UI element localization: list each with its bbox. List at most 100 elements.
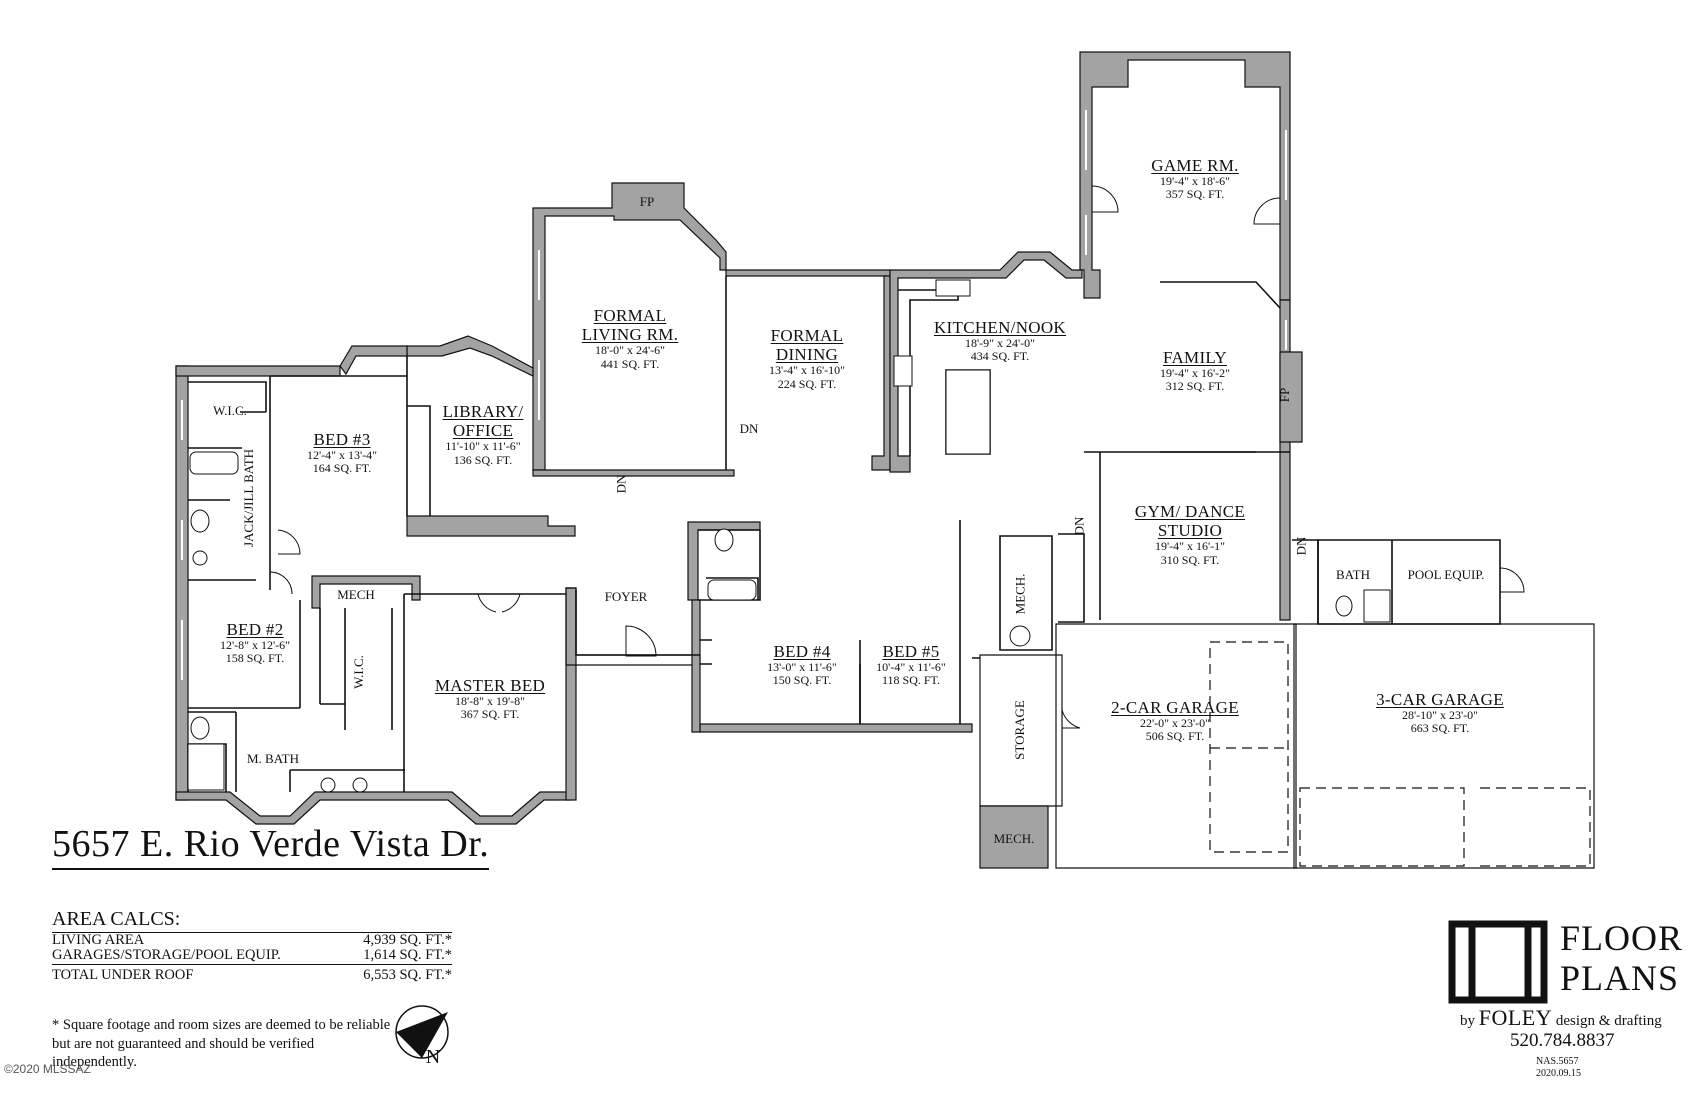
pool-equip-label: POOL EQUIP.	[1407, 567, 1485, 582]
sink-master-1	[320, 777, 336, 793]
wall-garage3	[1293, 623, 1595, 869]
room-outline-library	[406, 356, 431, 516]
tub-foyer-bath	[707, 579, 757, 601]
wall-bed4-west	[691, 599, 701, 733]
room-area: 506 SQ. FT.	[1145, 729, 1205, 744]
wic-label: W.I.C.	[213, 403, 247, 418]
room-outline-bath3	[1317, 539, 1501, 625]
room-area: 367 SQ. FT.	[460, 707, 520, 722]
wall-mech-top	[311, 575, 421, 609]
wic-label-master: W.I.C.	[350, 655, 366, 689]
room-gym: GYM/ DANCE STUDIO 19'-4" x 16'-1" 310 SQ…	[1110, 502, 1270, 567]
shower-master	[187, 743, 225, 791]
room-outline-bath	[188, 447, 256, 581]
disclaimer-note: * Square footage and room sizes are deem…	[52, 1017, 391, 1071]
stair-down-label-living: DN	[613, 474, 629, 494]
room-area: 158 SQ. FT.	[225, 651, 285, 666]
area-row: LIVING AREA 4,939 SQ. FT.*	[52, 933, 452, 948]
wall-living	[532, 182, 727, 471]
sink-jack-jill	[192, 550, 208, 566]
room-area: 118 SQ. FT.	[881, 673, 940, 688]
toilet-jack-jill	[190, 509, 210, 533]
room-area: 224 SQ. FT.	[777, 376, 837, 391]
wall-master-south	[175, 791, 571, 825]
room-dims: 12'-4" x 13'-4"	[306, 448, 378, 463]
area-row: GARAGES/STORAGE/POOL EQUIP. 1,614 SQ. FT…	[52, 946, 452, 963]
room-outline-master	[403, 593, 566, 792]
brand-by: by	[1460, 1013, 1475, 1029]
room-name: BED #5	[882, 642, 940, 661]
brand-tagline: design & drafting	[1555, 1013, 1662, 1029]
plan-date: 2020.09.15	[1536, 1068, 1581, 1079]
copyright-watermark: ©2020 MLSSAZ	[4, 1062, 91, 1076]
room-outline-bed3	[269, 375, 407, 590]
room-area: 663 SQ. FT.	[1410, 721, 1470, 736]
room-name: 2-CAR GARAGE	[1111, 698, 1239, 717]
wall-garage2	[1055, 623, 1297, 869]
area-total-row: TOTAL UNDER ROOF 6,553 SQ. FT.*	[52, 964, 452, 983]
wall-bed4-5-south	[699, 723, 973, 733]
wall-storage	[979, 654, 1063, 807]
room-name: FAMILY	[1162, 348, 1227, 367]
room-outline-family	[1160, 281, 1281, 453]
room-dims: 10'-4" x 11'-6"	[876, 660, 946, 675]
room-outline-bed2	[188, 600, 301, 709]
storage-label: STORAGE	[1011, 700, 1027, 760]
wall-master-east	[565, 587, 577, 801]
room-dims: 19'-4" x 16'-1"	[1154, 539, 1226, 554]
brand-floor: FLOOR	[1560, 918, 1684, 958]
room-area: 310 SQ. FT.	[1160, 552, 1220, 567]
room-master: MASTER BED 18'-8" x 19'-8" 367 SQ. FT.	[420, 676, 560, 722]
room-name: BED #4	[773, 642, 831, 661]
area-row-value: 1,614 SQ. FT.*	[363, 946, 452, 963]
room-formal-living: FORMAL LIVING RM. 18'-0" x 24'-6" 441 SQ…	[560, 306, 700, 371]
foley-logo	[1448, 920, 1548, 1004]
room-name: GYM/ DANCE STUDIO	[1134, 502, 1246, 541]
door-bed3	[277, 529, 301, 555]
toilet-master	[190, 716, 210, 740]
room-area: 357 SQ. FT.	[1165, 187, 1225, 202]
door-bed2	[269, 571, 293, 595]
room-name: LIBRARY/ OFFICE	[442, 402, 524, 441]
room-outline-stair1	[1058, 533, 1085, 623]
wall-living-south	[532, 469, 735, 477]
stair-down-label-pool: DN	[1293, 536, 1309, 556]
property-address: 5657 E. Rio Verde Vista Dr.	[52, 822, 490, 870]
door-game-room	[1091, 185, 1119, 213]
bath-label-pool: BATH	[1336, 567, 1370, 582]
door-foyer	[625, 625, 657, 657]
master-bath-label: M. BATH	[246, 751, 299, 766]
stair-down-label-gym: DN	[1071, 516, 1087, 536]
room-name: KITCHEN/NOOK	[933, 318, 1067, 337]
wall-mech-small	[979, 805, 1049, 869]
room-garage2: 2-CAR GARAGE 22'-0" x 23'-0" 506 SQ. FT.	[1100, 698, 1250, 744]
room-name: MASTER BED	[434, 676, 546, 695]
door-game-room-east	[1253, 197, 1281, 225]
room-name: FORMAL DINING	[770, 326, 844, 365]
room-area: 441 SQ. FT.	[600, 356, 660, 371]
room-name: BED #2	[226, 620, 284, 639]
door-storage	[1061, 709, 1081, 729]
toilet-pool-bath	[1335, 595, 1353, 617]
mech-label-kitchen: MECH.	[1012, 573, 1028, 615]
wall-library-south	[406, 515, 576, 537]
area-row-label: GARAGES/STORAGE/POOL EQUIP.	[52, 946, 281, 963]
fireplace-label-living: FP	[639, 194, 655, 209]
wall-library-north	[406, 335, 534, 377]
room-area: 150 SQ. FT.	[772, 673, 832, 688]
room-garage3: 3-CAR GARAGE 28'-10" x 23'-0" 663 SQ. FT…	[1365, 690, 1515, 736]
room-name: FORMAL LIVING RM.	[581, 306, 679, 345]
room-area: 312 SQ. FT.	[1165, 379, 1225, 394]
room-bed4: BED #4 13'-0" x 11'-6" 150 SQ. FT.	[752, 642, 852, 688]
room-dims: 19'-4" x 16'-2"	[1159, 366, 1231, 381]
room-dims: 13'-4" x 16'-10"	[768, 363, 846, 378]
room-outline-wic2	[319, 608, 393, 730]
tub-jack-jill	[189, 451, 239, 475]
door-pool	[1499, 567, 1525, 593]
kitchen-island	[945, 369, 991, 455]
wall-fp-family	[1279, 351, 1303, 443]
wall-dining-north	[725, 269, 891, 277]
sink-kitchen	[935, 279, 971, 297]
area-row-value: 4,939 SQ. FT.*	[363, 932, 452, 948]
wall-dining-east	[871, 275, 891, 471]
